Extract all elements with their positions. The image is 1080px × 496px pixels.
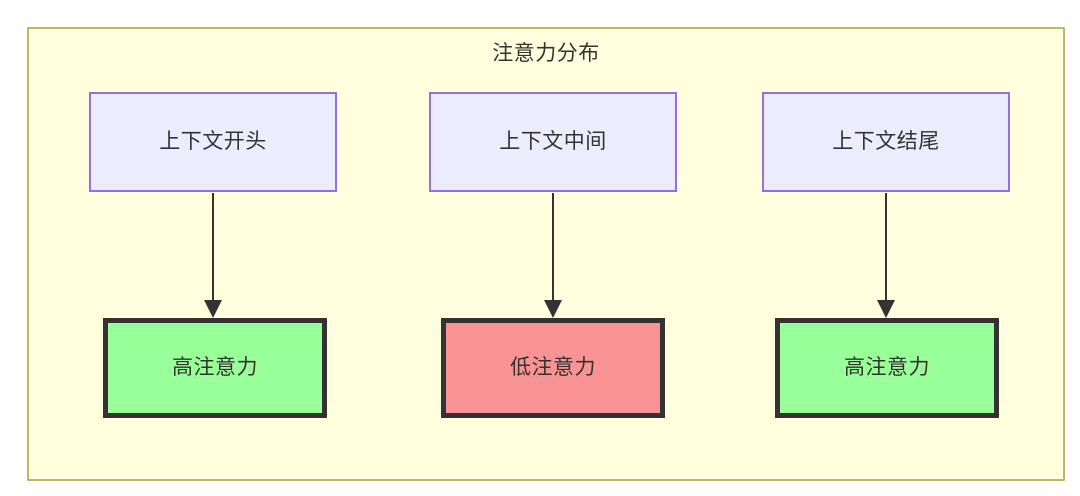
node-context-start[interactable]: 上下文开头	[89, 92, 337, 192]
node-label: 低注意力	[510, 356, 596, 380]
node-label: 高注意力	[172, 356, 258, 380]
node-attention-end[interactable]: 高注意力	[775, 318, 999, 418]
diagram-title: 注意力分布	[492, 42, 600, 65]
node-label: 上下文开头	[159, 130, 267, 154]
node-attention-start[interactable]: 高注意力	[103, 318, 327, 418]
node-label: 高注意力	[844, 356, 930, 380]
node-context-middle[interactable]: 上下文中间	[429, 92, 677, 192]
node-label: 上下文中间	[499, 130, 607, 154]
node-label: 上下文结尾	[832, 130, 940, 154]
node-context-end[interactable]: 上下文结尾	[762, 92, 1010, 192]
node-attention-middle[interactable]: 低注意力	[441, 318, 665, 418]
